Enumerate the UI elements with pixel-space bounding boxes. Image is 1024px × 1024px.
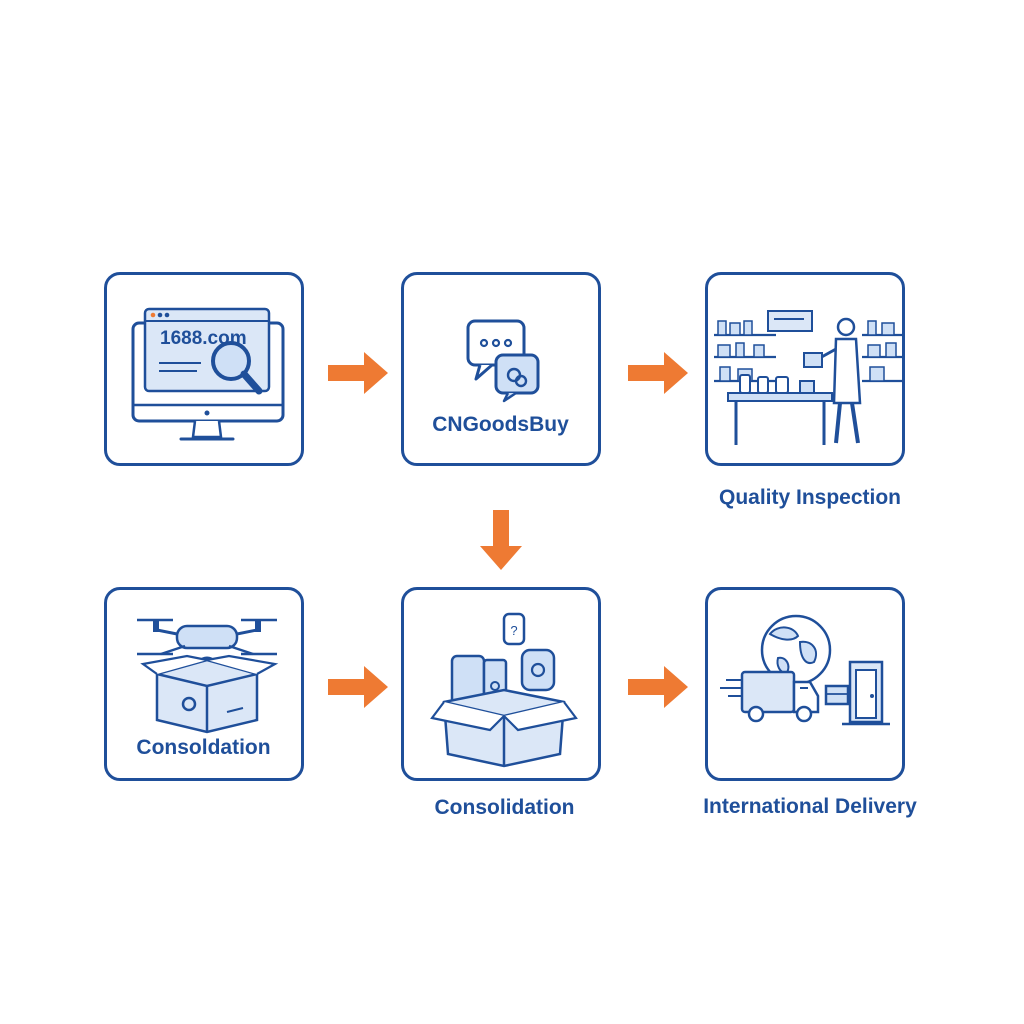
- step-agent-box: CNGoodsBuy: [401, 272, 601, 466]
- chat-bubbles-icon: [466, 319, 540, 403]
- open-box-items-icon: ?: [430, 612, 578, 768]
- site-name-text: 1688.com: [160, 328, 247, 349]
- arrow-right-icon: [628, 666, 688, 708]
- truck-globe-icon: [720, 614, 890, 726]
- step-drone-box: Consoldation: [104, 587, 304, 781]
- step-consolidation-box: ?: [401, 587, 601, 781]
- drone-package-icon: [137, 618, 279, 734]
- step-delivery-label: International Delivery: [703, 795, 917, 818]
- arrow-right-icon: [328, 352, 388, 394]
- computer-search-icon: [131, 307, 285, 441]
- arrow-right-icon: [628, 352, 688, 394]
- step-delivery-box: [705, 587, 905, 781]
- step-inspection-box: [705, 272, 905, 466]
- step-drone-label: Consoldation: [136, 736, 271, 759]
- arrow-right-icon: [328, 666, 388, 708]
- inspector-warehouse-icon: [714, 310, 904, 445]
- arrow-down-icon: [480, 510, 522, 570]
- step-agent-label: CNGoodsBuy: [432, 413, 569, 436]
- step-search-box: 1688.com: [104, 272, 304, 466]
- step-consolidation-label: Consolidation: [434, 796, 575, 819]
- svg-text:?: ?: [510, 623, 517, 638]
- step-inspection-label: Quality Inspection: [718, 486, 902, 509]
